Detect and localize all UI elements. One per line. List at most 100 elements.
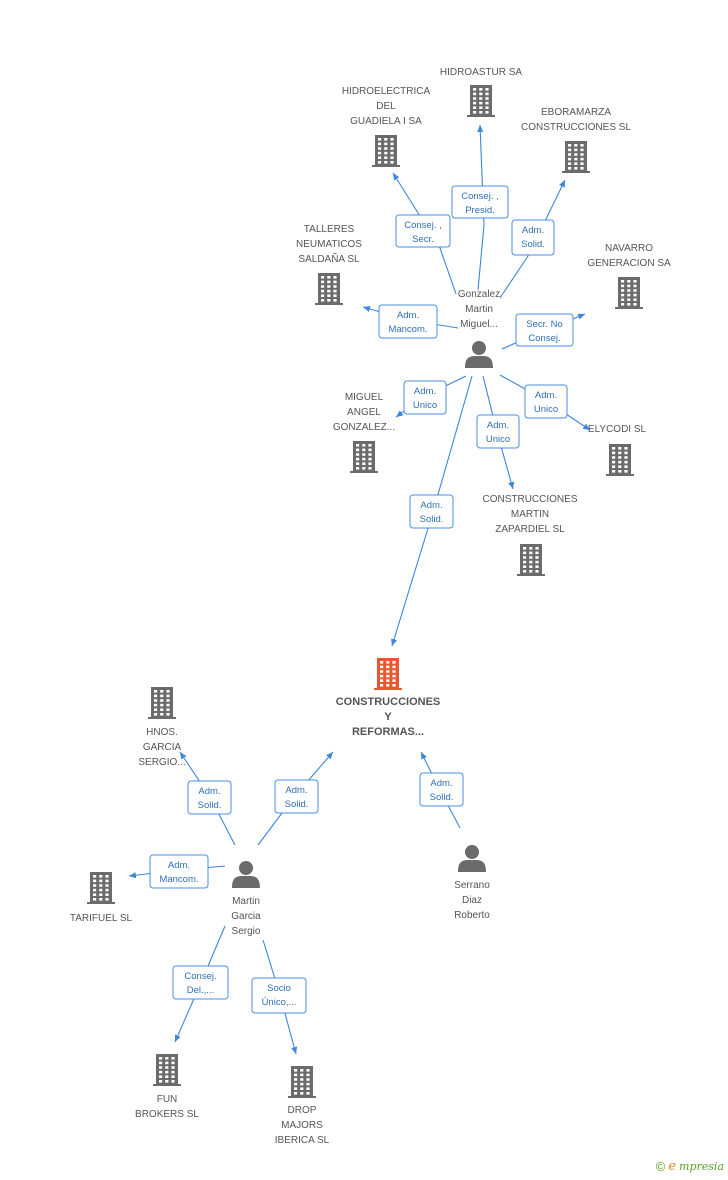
relation-box	[403, 380, 447, 415]
relation-label-gonzalez-to-elycodi[interactable]: Adm.Unico	[524, 384, 568, 419]
person-icon	[232, 861, 260, 888]
relation-text-line: Único,...	[262, 997, 297, 1008]
relation-label-martin_garcia-to-drop[interactable]: SocioÚnico,...	[251, 977, 307, 1014]
relation-text-line: Adm.	[168, 860, 190, 871]
building-icon	[315, 273, 343, 305]
building-icon	[467, 85, 495, 117]
node-label-line: MIGUEL	[345, 392, 384, 403]
node-label-line: BROKERS SL	[135, 1109, 199, 1120]
node-label-line: SALDAÑA SL	[298, 252, 360, 265]
building-icon	[148, 687, 176, 719]
brand-name: mpresia	[679, 1160, 724, 1173]
edge-gonzalez-to-eboramarza	[499, 179, 566, 299]
relation-box	[419, 772, 464, 807]
node-label-line: ZAPARDIEL SL	[495, 524, 565, 535]
relation-text-line: Consej.	[528, 333, 560, 344]
relation-box	[378, 304, 438, 339]
node-hnos[interactable]: HNOS. GARCIA SERGIO...	[138, 687, 186, 768]
node-elycodi[interactable]: ELYCODI SL	[588, 424, 647, 476]
relation-text-line: Consej. ,	[404, 220, 442, 231]
node-label-line: SERGIO...	[138, 757, 185, 768]
node-label-line: Garcia	[231, 911, 261, 922]
relation-label-martin_garcia-to-tarifuel[interactable]: Adm. Mancom.	[149, 854, 209, 889]
relation-text-line: Secr. No	[526, 319, 562, 330]
node-label-line: Martin	[465, 304, 493, 315]
building-icon	[288, 1066, 316, 1098]
node-label-line: Serrano	[454, 880, 490, 891]
relation-text-line: Unico	[413, 400, 437, 411]
node-tarifuel[interactable]: TARIFUEL SL	[70, 872, 133, 924]
relation-label-martin_garcia-to-hnos[interactable]: Adm. Solid.	[187, 780, 232, 815]
node-label-line: MAJORS	[281, 1120, 323, 1131]
node-hidroastur[interactable]: HIDROASTUR SA	[440, 67, 523, 117]
relation-label-martin_garcia-to-focus[interactable]: Adm.Solid.	[274, 779, 319, 814]
relation-label-gonzalez-to-navarro[interactable]: Secr. No Consej.	[515, 313, 574, 347]
relation-text-line: Presid.	[465, 205, 495, 216]
node-label-line: DEL	[376, 101, 396, 112]
relation-text-line: Adm.	[285, 785, 307, 796]
relation-text-line: Adm.	[420, 500, 442, 511]
person-icon	[458, 845, 486, 872]
relation-text-line: Mancom.	[159, 874, 198, 885]
node-miguel[interactable]: MIGUELANGELGONZALEZ...	[333, 392, 395, 473]
node-label-line: DROP	[288, 1105, 317, 1116]
relation-text-line: Solid.	[198, 800, 222, 811]
relation-label-gonzalez-to-martin_zapardiel[interactable]: Adm.Unico	[476, 414, 520, 449]
relation-label-martin_garcia-to-fun[interactable]: Consej.Del.,...	[172, 965, 229, 1000]
node-label-line: HIDROASTUR SA	[440, 67, 523, 78]
node-drop[interactable]: DROP MAJORS IBERICA SL	[275, 1066, 330, 1146]
relation-label-gonzalez-to-hidroastur[interactable]: Consej. ,Presid.	[451, 185, 509, 219]
node-label-line: HNOS.	[146, 727, 178, 738]
node-label-line: Miguel...	[460, 319, 498, 330]
relation-label-gonzalez-to-miguel[interactable]: Adm. Unico	[403, 380, 447, 415]
relation-text-line: Secr.	[412, 234, 434, 245]
edge-gonzalez-to-hidroastur	[477, 124, 485, 291]
nodes-layer: HIDROASTUR SA HIDROELECTRICA DEL GUADIELA I…	[70, 67, 671, 1146]
relation-text-line: Adm.	[487, 420, 509, 431]
building-icon	[350, 441, 378, 473]
node-label-line: IBERICA SL	[275, 1135, 330, 1146]
relation-box	[515, 313, 574, 347]
node-label-line: Sergio	[232, 926, 261, 937]
building-icon	[153, 1054, 181, 1086]
node-label-line: Gonzalez	[458, 289, 500, 300]
node-focus[interactable]: CONSTRUCCIONESYREFORMAS...	[336, 658, 441, 738]
relation-box	[409, 494, 454, 529]
person-icon	[465, 341, 493, 368]
relation-box	[149, 854, 209, 889]
relation-label-gonzalez-to-eboramarza[interactable]: Adm.Solid.	[511, 219, 555, 256]
relation-label-gonzalez-to-hidroelectrica[interactable]: Consej. , Secr.	[395, 214, 451, 248]
relation-box	[172, 965, 229, 1000]
building-icon	[562, 141, 590, 173]
node-label-line: Roberto	[454, 910, 490, 921]
node-label-line: HIDROELECTRICA	[342, 86, 431, 97]
relation-text-line: Adm.	[430, 778, 452, 789]
relation-text-line: Socio	[267, 983, 291, 994]
building-icon	[87, 872, 115, 904]
relation-text-line: Solid.	[420, 514, 444, 525]
node-label-line: GENERACION SA	[587, 258, 671, 269]
relation-box	[395, 214, 451, 248]
node-hidroelectrica[interactable]: HIDROELECTRICA DEL GUADIELA I SA	[342, 86, 431, 167]
brand-logo-icon: e	[668, 1159, 677, 1174]
relation-label-gonzalez-to-talleres[interactable]: Adm.Mancom.	[378, 304, 438, 339]
relation-text-line: Adm.	[414, 386, 436, 397]
relation-label-gonzalez-to-focus[interactable]: Adm. Solid.	[409, 494, 454, 529]
node-label-line: GUADIELA I SA	[350, 116, 422, 127]
relation-box	[511, 219, 555, 256]
node-label-line: CONSTRUCCIONES	[336, 696, 441, 708]
node-label-line: CONSTRUCCIONES SL	[521, 122, 631, 133]
node-label-line: GARCIA	[143, 742, 182, 753]
relation-text-line: Adm.	[198, 786, 220, 797]
relation-label-serrano-to-focus[interactable]: Adm.Solid.	[419, 772, 464, 807]
node-label-line: ANGEL	[347, 407, 381, 418]
relation-box	[524, 384, 568, 419]
node-gonzalez[interactable]: GonzalezMartinMiguel...	[458, 289, 500, 368]
